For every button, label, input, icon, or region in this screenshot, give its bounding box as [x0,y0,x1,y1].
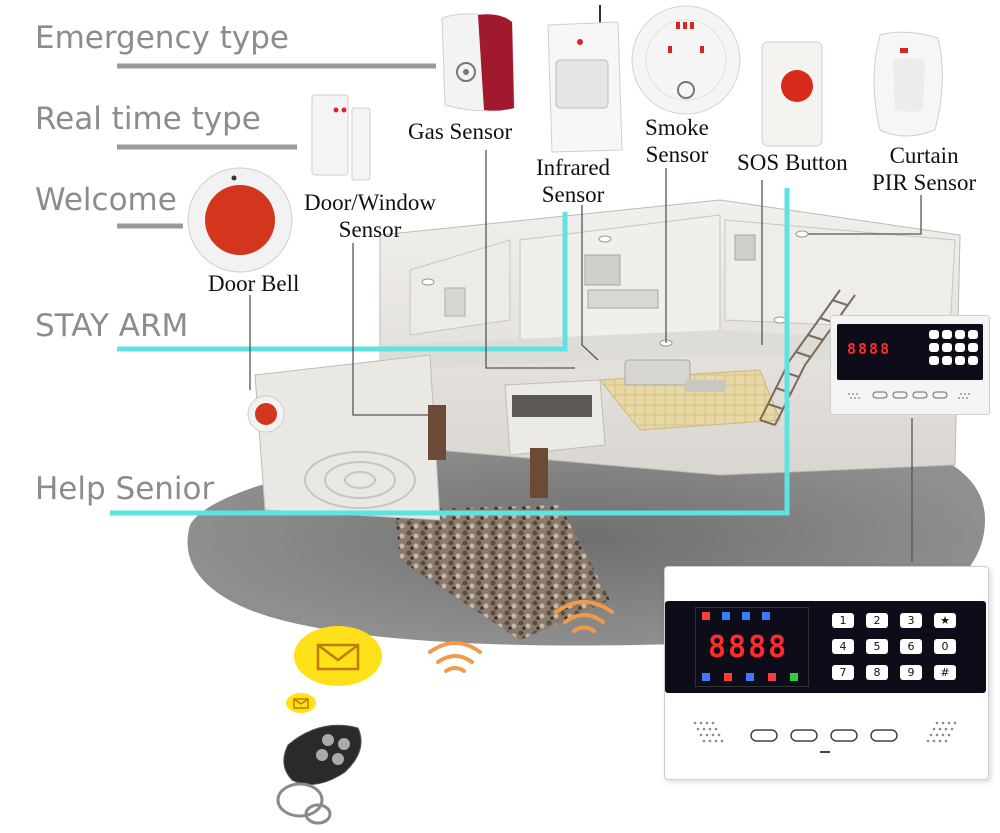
door-window-label-line2: Sensor [338,217,402,242]
signal-icon [702,612,710,620]
keypad-key[interactable]: 3 [900,613,922,628]
keypad-key[interactable]: 0 [934,639,956,654]
small-key [942,343,952,352]
small-panel-speaker [848,391,970,399]
keypad-key[interactable]: 1 [832,613,854,628]
door-window-label-line1: Door/Window [304,190,436,215]
door-window-sensor-device [311,94,371,181]
speaker-grille-right [926,721,957,743]
main-keypad: 1 2 3 ★ 4 5 6 0 7 8 9 # [832,613,962,685]
gas-sensor-device [441,13,515,112]
wave-icon [428,641,482,673]
mode-emergency-type: Emergency type [35,20,289,56]
curtain-label-line2: PIR Sensor [872,170,977,195]
curtain-pir-sensor-label: Curtain PIR Sensor [872,142,976,196]
mode-stay-arm: STAY ARM [35,308,189,344]
left-room [254,354,441,521]
mode-help-senior: Help Senior [35,471,215,507]
lcd-status-icons [700,611,804,621]
small-panel-screen: 8888 [837,324,983,380]
small-alarm-panel: 8888 [830,315,990,415]
main-panel-screen: 8888 1 2 3 ★ 4 5 6 0 7 8 [665,601,986,693]
sos-button-label: SOS Button [737,150,848,175]
envelope-icon [294,626,382,686]
door-window-sensor-label: Door/Window Sensor [304,189,436,243]
sos-button-device [761,41,823,147]
small-key [955,356,965,365]
infrared-label-line2: Sensor [541,182,605,207]
status-icon [722,612,730,620]
main-alarm-panel: 8888 1 2 3 ★ 4 5 6 0 7 8 [664,566,989,780]
status-icon [746,673,754,681]
small-panel-keypad [929,330,979,374]
keypad-key[interactable]: 9 [900,665,922,680]
gravel-path [395,505,610,640]
keypad-key[interactable]: 7 [832,665,854,680]
status-icon [702,673,710,681]
status-icon [724,673,732,681]
small-key [955,330,965,339]
sensor-connector-lines [249,150,922,562]
envelope-icon [286,693,316,713]
mode-underlines [117,63,436,229]
keypad-key[interactable]: 8 [866,665,888,680]
small-key [929,343,939,352]
keypad-key[interactable]: 5 [866,639,888,654]
remote-key-fob [276,724,362,825]
keypad-key[interactable]: 2 [866,613,888,628]
status-icon [768,673,776,681]
small-key [968,343,978,352]
main-panel-display: 8888 [708,630,789,665]
mode-welcome: Welcome [35,182,177,218]
gas-sensor-label: Gas Sensor [408,119,513,144]
infrared-sensor-label: Infrared Sensor [536,154,610,208]
small-key [955,343,965,352]
cyan-connection-lines [110,188,790,516]
smoke-sensor-label: Smoke Sensor [645,114,709,168]
smoke-label-line1: Smoke [645,115,709,140]
infrared-sensor-device [547,5,623,153]
small-key [968,330,978,339]
door-bell-device [187,167,293,433]
mode-real-time-type: Real time type [35,101,261,137]
curtain-pir-sensor-device [873,31,943,137]
status-icon [790,673,798,681]
keypad-key[interactable]: # [934,665,956,680]
status-icon [742,612,750,620]
infrared-label-line1: Infrared [536,155,611,180]
smoke-sensor-device [631,5,741,115]
small-key [929,356,939,365]
function-buttons [750,729,898,742]
small-key [968,356,978,365]
smoke-label-line2: Sensor [645,142,709,167]
small-key [942,330,952,339]
keypad-key[interactable]: ★ [934,613,956,628]
lcd-bottom-icons [700,672,804,682]
keypad-key[interactable]: 6 [900,639,922,654]
keypad-key[interactable]: 4 [832,639,854,654]
small-panel-display: 8888 [847,340,892,358]
small-key [942,356,952,365]
door-bell-label: Door Bell [208,271,300,296]
speaker-grille-left [693,721,724,743]
main-panel-bottom [693,721,957,753]
wave-icon [554,600,614,633]
lcd-display-area: 8888 [695,607,809,687]
status-icon [762,612,770,620]
curtain-label-line1: Curtain [889,143,959,168]
small-key [929,330,939,339]
